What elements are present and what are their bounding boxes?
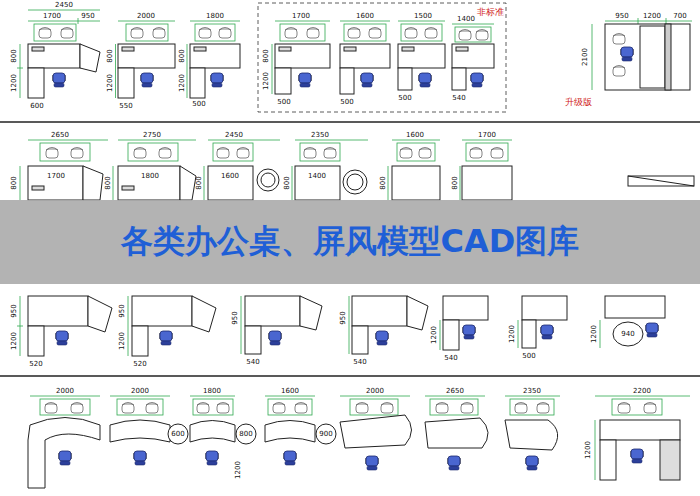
dimension-text: 2450: [55, 2, 73, 9]
dimension-text: 1700: [47, 173, 65, 180]
dimension-text: 700: [673, 13, 686, 20]
title-banner: 各类办公桌、屏风模型CAD图库: [0, 200, 700, 284]
dimension-text: 950: [615, 13, 628, 20]
dimension-text: 800: [179, 49, 186, 62]
dimension-text: 1200: [11, 332, 18, 350]
dimension-text: 1600: [281, 388, 299, 395]
dimension-text: 1200: [179, 74, 186, 92]
dimension-text: 1200: [263, 72, 270, 90]
dimension-text: 2350: [523, 388, 541, 395]
dimension-text: 1800: [203, 388, 221, 395]
dimension-text: 1200: [235, 461, 242, 479]
dimension-text: 800: [196, 176, 203, 189]
dimension-text: 500: [398, 95, 411, 102]
dimension-text: 950: [340, 311, 347, 324]
dimension-text: 2200: [633, 388, 651, 395]
dimension-text: 2650: [51, 132, 69, 139]
dimension-text: 940: [621, 331, 634, 338]
dimension-text: 540: [444, 355, 457, 362]
dimension-text: 1600: [356, 13, 374, 20]
dimension-text: 1200: [431, 326, 438, 344]
dimension-text: 800: [263, 49, 270, 62]
dimension-text: 800: [107, 49, 114, 62]
dimension-text: 540: [246, 359, 259, 366]
dimension-text: 1200: [591, 325, 598, 343]
dimension-text: 2350: [311, 132, 329, 139]
dimension-text: 500: [340, 99, 353, 106]
dimension-text: 800: [452, 176, 459, 189]
dimension-text: 1500: [414, 13, 432, 20]
dimension-text: 800: [11, 49, 18, 62]
dimension-text: 500: [522, 353, 535, 360]
dimension-text: 950: [232, 311, 239, 324]
dimension-text: 800: [105, 176, 112, 189]
dimension-text: 1200: [585, 441, 592, 459]
dimension-text: 1200: [643, 13, 661, 20]
dimension-text: 2450: [225, 132, 243, 139]
dimension-text: 1200: [11, 74, 18, 92]
dimension-text: 800: [11, 176, 18, 189]
dimension-text: 1200: [119, 332, 126, 350]
dimension-text: 800: [239, 431, 252, 438]
dimension-text: 1700: [43, 13, 61, 20]
dimension-text: 550: [119, 103, 132, 110]
dimension-text: 2650: [446, 388, 464, 395]
dimension-text: 1800: [141, 173, 159, 180]
dimension-text: 800: [284, 176, 291, 189]
dimension-text: 2750: [143, 132, 161, 139]
title-text: 各类办公桌、屏风模型CAD图库: [121, 220, 580, 264]
note-text: 非标准: [477, 8, 504, 17]
dimension-text: 950: [81, 13, 94, 20]
dimension-text: 1600: [406, 132, 424, 139]
dimension-text: 1700: [292, 13, 310, 20]
dimension-text: 900: [319, 431, 332, 438]
dimension-text: 500: [277, 99, 290, 106]
dimension-text: 520: [29, 361, 42, 368]
dimension-text: 2000: [56, 388, 74, 395]
dimension-text: 600: [171, 431, 184, 438]
dimension-text: 1400: [308, 173, 326, 180]
dimension-text: 2000: [131, 388, 149, 395]
dimension-text: 1800: [206, 13, 224, 20]
dimension-text: 950: [11, 304, 18, 317]
dimension-text: 1200: [107, 74, 114, 92]
dimension-text: 520: [133, 361, 146, 368]
dimension-text: 500: [192, 101, 205, 108]
dimension-text: 1400: [457, 16, 475, 23]
dimension-text: 540: [353, 359, 366, 366]
dimension-text: 2000: [366, 388, 384, 395]
dimension-text: 800: [380, 176, 387, 189]
dimension-text: 2100: [582, 48, 589, 66]
note-text: 升级版: [565, 98, 592, 107]
dimension-text: 1600: [221, 173, 239, 180]
dimension-text: 1700: [478, 132, 496, 139]
dimension-text: 540: [452, 95, 465, 102]
dimension-text: 600: [30, 103, 43, 110]
dimension-text: 1200: [509, 325, 516, 343]
dimension-text: 2000: [137, 13, 155, 20]
dimension-text: 950: [119, 304, 126, 317]
